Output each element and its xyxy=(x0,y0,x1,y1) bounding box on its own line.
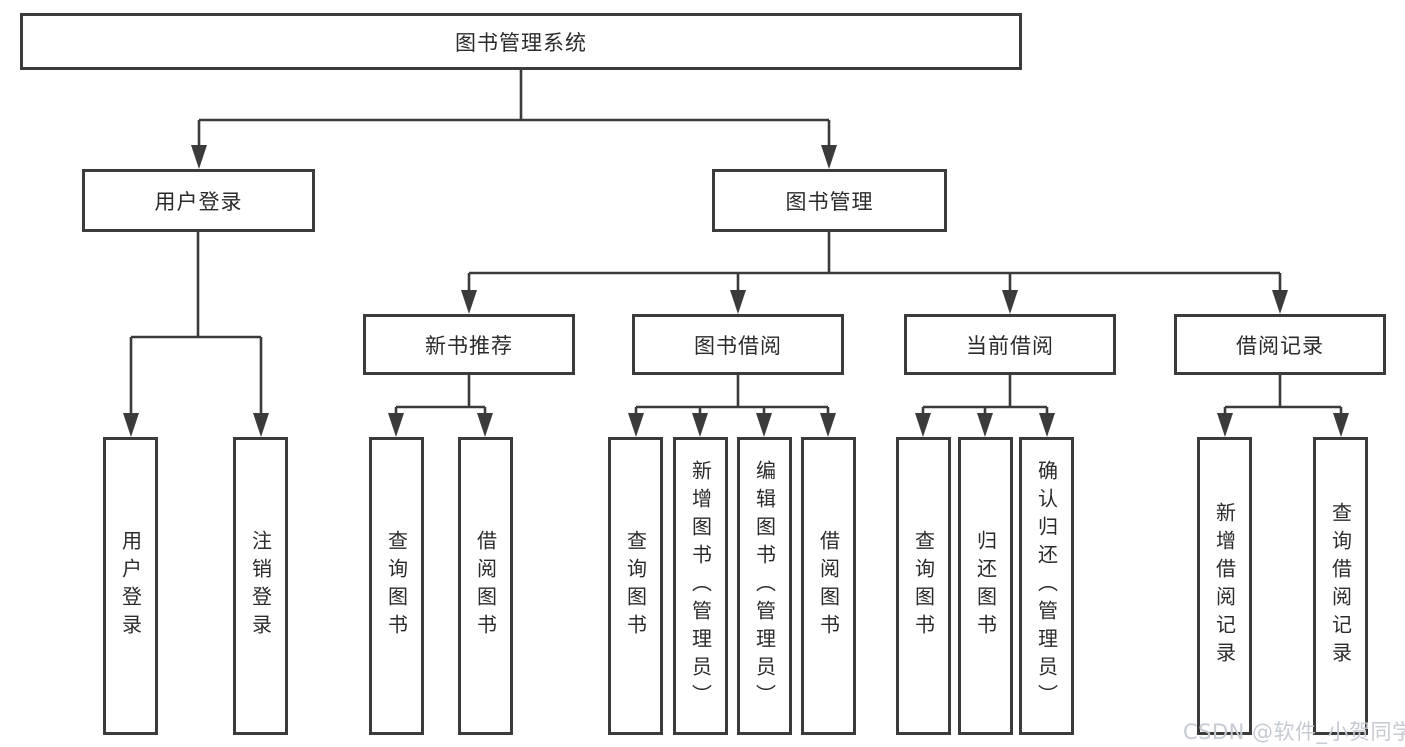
leaf-borrow-books-recommend: 借阅图书 xyxy=(458,437,513,735)
node-borrowing-records: 借阅记录 xyxy=(1174,314,1386,375)
node-label: 新增借阅记录 xyxy=(1212,502,1237,670)
leaf-query-books-borrowing: 查询图书 xyxy=(608,437,663,735)
leaf-borrow-books: 借阅图书 xyxy=(801,437,856,735)
node-label: 查询借阅记录 xyxy=(1328,502,1353,670)
node-label: 图书管理系统 xyxy=(455,30,587,55)
node-label: 借阅记录 xyxy=(1236,333,1324,358)
leaf-add-borrow-record: 新增借阅记录 xyxy=(1197,437,1252,735)
leaf-confirm-return-admin: 确认归还（管理员） xyxy=(1019,437,1074,735)
node-label: 确认归还（管理员） xyxy=(1034,460,1059,712)
leaf-logout: 注销登录 xyxy=(233,437,288,735)
leaf-query-books-recommend: 查询图书 xyxy=(369,437,424,735)
node-label: 注销登录 xyxy=(248,530,273,642)
leaf-query-borrow-record: 查询借阅记录 xyxy=(1313,437,1368,735)
node-label: 查询图书 xyxy=(623,530,648,642)
node-new-book-recommend: 新书推荐 xyxy=(363,314,575,375)
node-label: 新增图书（管理员） xyxy=(688,460,713,712)
leaf-edit-books-admin: 编辑图书（管理员） xyxy=(737,437,792,735)
node-book-management: 图书管理 xyxy=(712,169,947,232)
leaf-return-books: 归还图书 xyxy=(958,437,1013,735)
node-current-borrowing: 当前借阅 xyxy=(904,314,1116,375)
node-label: 图书借阅 xyxy=(694,333,782,358)
node-label: 编辑图书（管理员） xyxy=(752,460,777,712)
leaf-user-login: 用户登录 xyxy=(103,437,158,735)
csdn-watermark: CSDN @软件_小贺同学 xyxy=(1183,720,1405,744)
node-user-login: 用户登录 xyxy=(82,169,315,232)
node-book-borrowing: 图书借阅 xyxy=(632,314,844,375)
node-label: 当前借阅 xyxy=(966,333,1054,358)
node-library-management-system: 图书管理系统 xyxy=(20,13,1022,70)
node-label: 借阅图书 xyxy=(816,530,841,642)
node-label: 用户登录 xyxy=(154,189,243,214)
node-label: 归还图书 xyxy=(973,530,998,642)
node-label: 图书管理 xyxy=(785,189,874,214)
node-label: 借阅图书 xyxy=(473,530,498,642)
leaf-add-books-admin: 新增图书（管理员） xyxy=(673,437,728,735)
node-label: 查询图书 xyxy=(911,530,936,642)
node-label: 用户登录 xyxy=(118,530,143,642)
leaf-query-books-current: 查询图书 xyxy=(896,437,951,735)
node-label: 新书推荐 xyxy=(425,333,513,358)
node-label: 查询图书 xyxy=(384,530,409,642)
